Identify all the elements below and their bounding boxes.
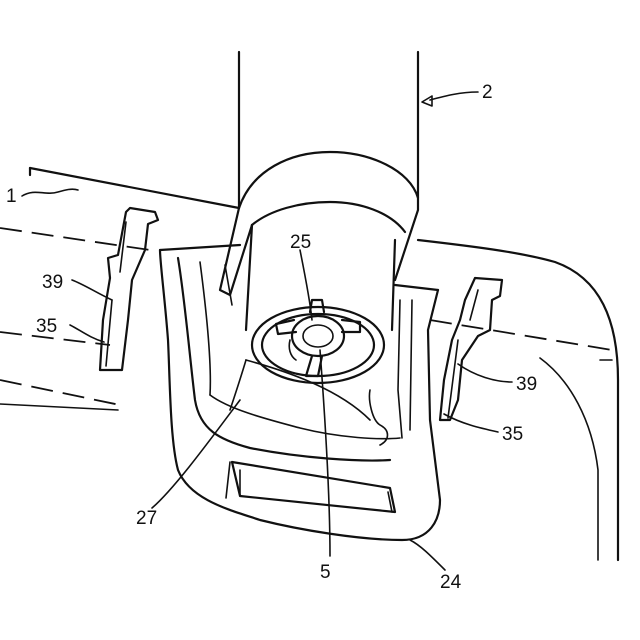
right-clip [440,278,502,420]
label-2: 2 [482,82,493,103]
reference-labels: 1 2 25 39 35 39 35 27 5 24 [6,82,537,593]
label-35-right: 35 [502,424,523,445]
label-27: 27 [136,508,157,529]
label-1: 1 [6,186,17,207]
label-35-left: 35 [36,316,57,337]
label-5: 5 [320,562,331,583]
label-39-left: 39 [42,272,63,293]
tray-base [160,245,440,540]
upper-tube [239,52,418,208]
label-39-right: 39 [516,374,537,395]
label-24: 24 [440,572,462,593]
label-25: 25 [290,232,311,253]
